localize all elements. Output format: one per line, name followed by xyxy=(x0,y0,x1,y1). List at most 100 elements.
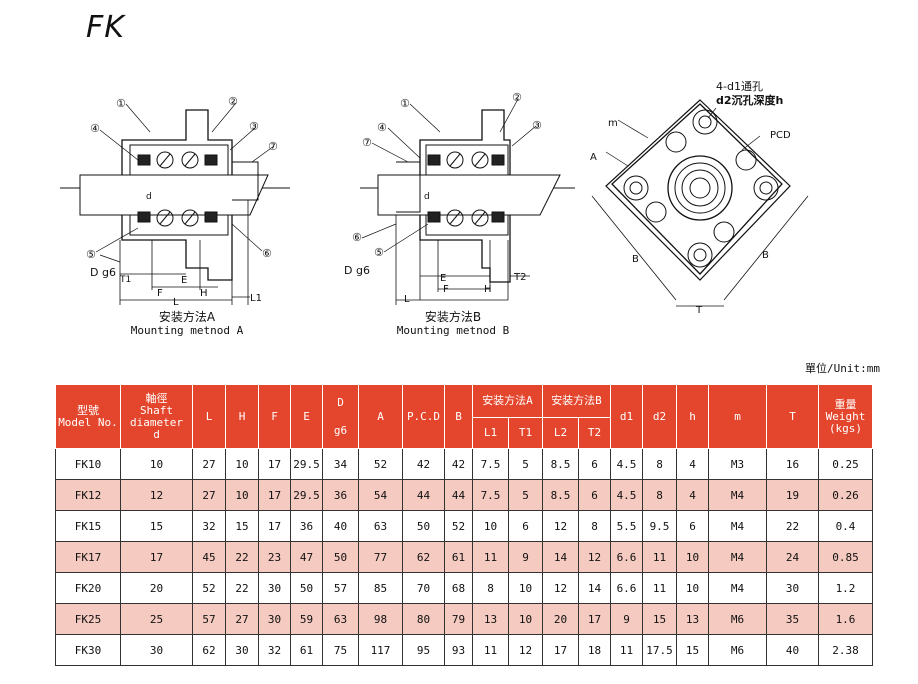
header-t2: T2 xyxy=(578,417,611,449)
callout-b-7: ⑦ xyxy=(362,136,372,149)
callout-b-2: ② xyxy=(512,91,522,104)
table-cell: 1.2 xyxy=(818,572,873,604)
table-cell: 9.5 xyxy=(642,510,677,542)
table-cell: FK17 xyxy=(55,541,121,573)
table-cell: 27 xyxy=(225,603,259,635)
header-pcd: P.C.D xyxy=(402,384,445,449)
table-cell: 6 xyxy=(676,510,709,542)
callout-b-5: ⑤ xyxy=(374,246,384,259)
header-t1: T1 xyxy=(508,417,543,449)
table-cell: 20 xyxy=(120,572,193,604)
callout-b-6: ⑥ xyxy=(352,231,362,244)
table-cell: 4.5 xyxy=(610,479,643,511)
drawing-flange-view: 4-d1通孔 d2沉孔深度h m A PCD B B T xyxy=(590,80,809,316)
table-cell: 32 xyxy=(192,510,226,542)
table-cell: M4 xyxy=(708,510,767,542)
table-cell: 7.5 xyxy=(472,479,509,511)
table-cell: 62 xyxy=(402,541,445,573)
table-cell: FK10 xyxy=(55,448,121,480)
table-cell: FK12 xyxy=(55,479,121,511)
svg-text:H: H xyxy=(200,288,208,299)
table-cell: 36 xyxy=(290,510,323,542)
table-cell: 9 xyxy=(610,603,643,635)
callout-b-4: ④ xyxy=(377,121,387,134)
table-cell: 85 xyxy=(358,572,403,604)
table-cell: 10 xyxy=(225,448,259,480)
svg-text:D g6: D g6 xyxy=(344,264,370,277)
svg-text:d: d xyxy=(146,192,152,202)
table-cell: 9 xyxy=(508,541,543,573)
table-cell: 117 xyxy=(358,634,403,666)
table-cell: 93 xyxy=(444,634,473,666)
table-cell: 8 xyxy=(642,448,677,480)
table-cell: 22 xyxy=(225,572,259,604)
table-cell: 0.4 xyxy=(818,510,873,542)
svg-text:L: L xyxy=(404,294,410,305)
header-m: m xyxy=(708,384,767,449)
table-cell: 10 xyxy=(225,479,259,511)
table-cell: 17.5 xyxy=(642,634,677,666)
table-cell: 2.38 xyxy=(818,634,873,666)
table-cell: 22 xyxy=(225,541,259,573)
table-cell: 11 xyxy=(472,634,509,666)
table-cell: 10 xyxy=(508,603,543,635)
svg-text:d: d xyxy=(424,192,430,202)
table-cell: 30 xyxy=(258,603,291,635)
table-cell: 6 xyxy=(578,448,611,480)
table-cell: 22 xyxy=(766,510,819,542)
table-cell: 24 xyxy=(766,541,819,573)
table-cell: 54 xyxy=(358,479,403,511)
table-cell: FK15 xyxy=(55,510,121,542)
table-cell: 45 xyxy=(192,541,226,573)
table-cell: 14 xyxy=(578,572,611,604)
table-cell: 95 xyxy=(402,634,445,666)
table-cell: 59 xyxy=(290,603,323,635)
table-cell: 10 xyxy=(676,572,709,604)
table-cell: 27 xyxy=(192,479,226,511)
callout-b-1: ① xyxy=(400,97,410,110)
header-l1: L1 xyxy=(472,417,509,449)
table-cell: 11 xyxy=(610,634,643,666)
table-cell: 29.5 xyxy=(290,448,323,480)
callout-b-3: ③ xyxy=(532,119,542,132)
table-cell: 61 xyxy=(444,541,473,573)
table-cell: 11 xyxy=(642,572,677,604)
callout-a-1: ① xyxy=(116,97,126,110)
table-cell: 63 xyxy=(358,510,403,542)
technical-drawings: ① ② ③ ④ ⑦ ⑤ ⑥ d D g6 T1 E F H L L1 xyxy=(60,80,809,316)
table-cell: 15 xyxy=(225,510,259,542)
table-cell: 6 xyxy=(508,510,543,542)
table-cell: 79 xyxy=(444,603,473,635)
table-cell: M4 xyxy=(708,572,767,604)
table-cell: 35 xyxy=(766,603,819,635)
table-cell: 17 xyxy=(578,603,611,635)
table-cell: 14 xyxy=(542,541,579,573)
svg-text:L1: L1 xyxy=(250,293,262,304)
table-cell: 44 xyxy=(402,479,445,511)
table-cell: 75 xyxy=(322,634,359,666)
callout-a-2: ② xyxy=(228,95,238,108)
caption-mounting-b: 安装方法B Mounting metnod B xyxy=(388,310,518,338)
table-cell: 6 xyxy=(578,479,611,511)
table-cell: 12 xyxy=(578,541,611,573)
table-cell: 7.5 xyxy=(472,448,509,480)
header-b: B xyxy=(444,384,473,449)
header-f: F xyxy=(258,384,291,449)
table-cell: 63 xyxy=(322,603,359,635)
header-d1: d1 xyxy=(610,384,643,449)
table-cell: 32 xyxy=(258,634,291,666)
table-cell: 50 xyxy=(322,541,359,573)
table-cell: 10 xyxy=(472,510,509,542)
table-cell: 50 xyxy=(290,572,323,604)
svg-text:m: m xyxy=(608,118,618,129)
table-cell: 42 xyxy=(444,448,473,480)
svg-text:A: A xyxy=(590,152,597,163)
table-cell: 4 xyxy=(676,448,709,480)
svg-text:T2: T2 xyxy=(513,272,526,283)
table-cell: 10 xyxy=(676,541,709,573)
drawing-mounting-a: ① ② ③ ④ ⑦ ⑤ ⑥ d D g6 T1 E F H L L1 xyxy=(60,95,290,308)
table-cell: 6.6 xyxy=(610,541,643,573)
table-cell: 18 xyxy=(578,634,611,666)
